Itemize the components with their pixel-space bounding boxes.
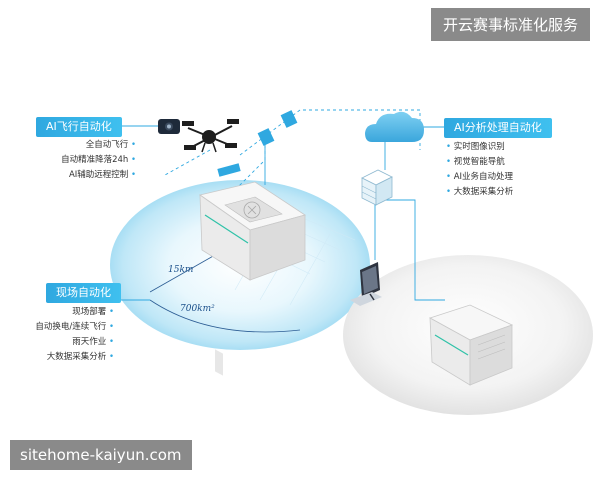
- label-site-auto: 现场自动化: [46, 283, 121, 303]
- label-ai-flight: AI飞行自动化: [36, 117, 122, 137]
- link-tag-3: [217, 163, 241, 177]
- distance-label: 15km: [168, 265, 194, 275]
- list-item: 现场部署: [14, 305, 114, 320]
- list-item: 自动精准降落24h: [14, 153, 136, 168]
- list-ai-flight: 全自动飞行 自动精准降落24h AI辅助远程控制: [14, 138, 136, 183]
- watermark: sitehome-kaiyun.com: [10, 440, 192, 470]
- list-item: 大数据采集分析: [14, 350, 114, 365]
- list-item: 大数据采集分析: [446, 185, 586, 200]
- list-item: 视觉智能导航: [446, 155, 586, 170]
- list-item: 全自动飞行: [14, 138, 136, 153]
- drone-icon: [182, 119, 239, 153]
- link-tag-2: [280, 110, 298, 128]
- server-icon: [361, 169, 393, 206]
- area-label: 700km²: [180, 304, 215, 314]
- dock-station-secondary-icon: [428, 304, 514, 386]
- list-site-auto: 现场部署 自动换电/连续飞行 雨天作业 大数据采集分析: [14, 305, 114, 365]
- area-arc: [149, 299, 301, 333]
- camera-icon: [158, 119, 180, 134]
- radius-line: [149, 254, 216, 293]
- site-banner: 开云赛事标准化服务: [430, 8, 590, 41]
- link-tag-1: [257, 128, 275, 146]
- monitor-icon: [350, 262, 382, 306]
- list-ai-analysis: 实时图像识别 视觉智能导航 AI业务自动处理 大数据采集分析: [446, 140, 586, 200]
- list-item: 实时图像识别: [446, 140, 586, 155]
- dock-station-icon: [199, 181, 306, 376]
- list-item: 雨天作业: [14, 335, 114, 350]
- cloud-icon: [365, 111, 424, 142]
- list-item: AI业务自动处理: [446, 170, 586, 185]
- list-item: AI辅助远程控制: [14, 168, 136, 183]
- list-item: 自动换电/连续飞行: [14, 320, 114, 335]
- label-ai-analysis: AI分析处理自动化: [444, 118, 552, 138]
